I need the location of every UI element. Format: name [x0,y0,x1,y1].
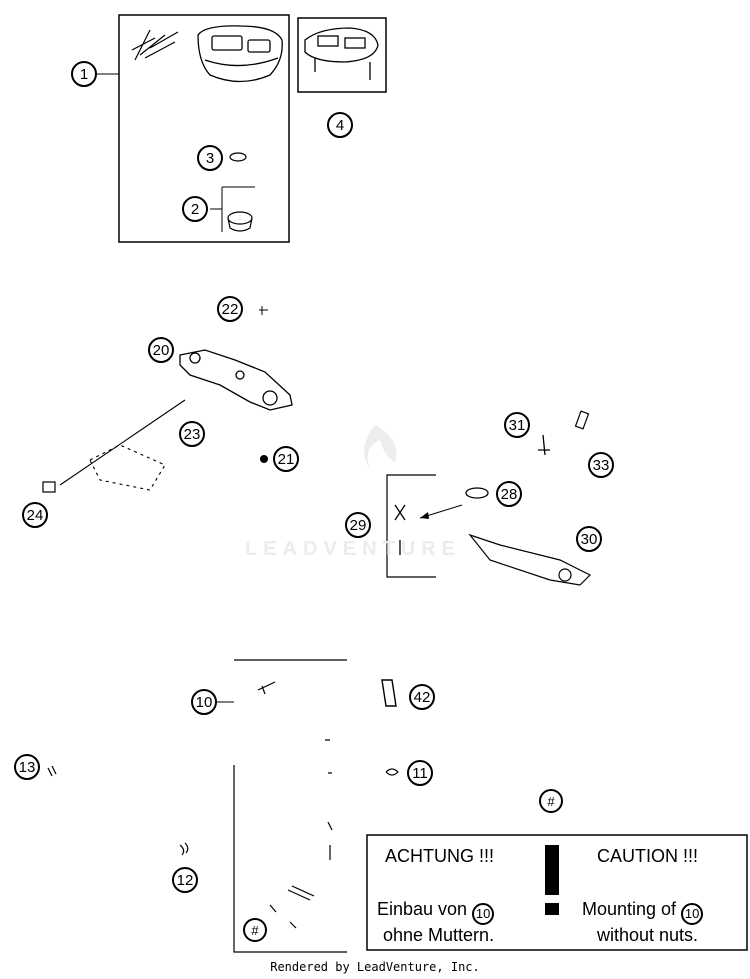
footer-credit: Rendered by LeadVenture, Inc. [270,960,480,974]
callout-31[interactable]: 31 [504,412,530,438]
callout-29[interactable]: 29 [345,512,371,538]
ring-drawing [229,152,247,162]
notice-box [366,834,748,951]
callout-20[interactable]: 20 [148,337,174,363]
exclamation-dot [545,903,559,915]
callout-hash-top: # [539,789,563,813]
notice-de-text1: Einbau von [377,899,468,919]
pin-13-drawing [47,765,57,777]
notice-title-en: CAUTION !!! [597,846,699,866]
callout-13[interactable]: 13 [14,754,40,780]
watermark-text: LEADVENTURE [245,538,462,560]
callout-28[interactable]: 28 [496,481,522,507]
callout-23[interactable]: 23 [179,421,205,447]
callout-30[interactable]: 30 [576,526,602,552]
grommet-28-drawing [465,487,489,499]
bracket-30-drawing [468,533,592,586]
arrowhead [420,512,429,519]
group-box-1 [118,14,290,243]
callout-3[interactable]: 3 [197,145,223,171]
watermark-logo [364,425,397,472]
callout-12[interactable]: 12 [172,867,198,893]
screw-22-drawing [259,306,268,315]
callout-21[interactable]: 21 [273,446,299,472]
mounting-bracket-drawing [179,349,293,411]
callout-33[interactable]: 33 [588,452,614,478]
callout-2[interactable]: 2 [182,196,208,222]
clip-11-drawing [385,768,399,776]
group-box-4 [297,17,387,93]
fasteners-10-drawing [257,681,333,929]
cover-drawing [304,27,379,80]
callout-42[interactable]: 42 [409,684,435,710]
instrument-cluster-drawing [197,25,283,83]
notice-de-line2: ohne Muttern. [383,925,495,945]
notice-ref-en: 10 [681,902,704,925]
bolt-24-drawing [42,481,56,493]
callout-11[interactable]: 11 [407,760,433,786]
wiring-harness-drawing [131,29,179,61]
callout-1[interactable]: 1 [71,61,97,87]
bolt-23-drawing [59,399,186,491]
tube-42-drawing [381,679,397,707]
notice-title-de: ACHTUNG !!! [385,846,495,866]
clip-29-drawing [394,504,406,555]
bolt-33-drawing [574,410,590,430]
callout-hash-bottom: # [243,918,267,942]
notice-en-text1: Mounting of [582,899,677,919]
callout-10[interactable]: 10 [191,689,217,715]
callout-24[interactable]: 24 [22,502,48,528]
notice-en-line1: Mounting of 10 [582,899,704,925]
nut-21-drawing [260,455,268,463]
notice-en-line2: without nuts. [597,925,699,945]
bolt-31-drawing [538,434,550,456]
spring-12-drawing [179,842,189,856]
notice-ref-de: 10 [472,902,495,925]
callout-22[interactable]: 22 [217,296,243,322]
bulb-socket-drawing [227,211,253,232]
notice-de-line1: Einbau von 10 [377,899,495,925]
group-box-29 [386,474,436,578]
group-box-10 [233,659,347,953]
exclamation-mark [545,845,559,895]
callout-4[interactable]: 4 [327,112,353,138]
